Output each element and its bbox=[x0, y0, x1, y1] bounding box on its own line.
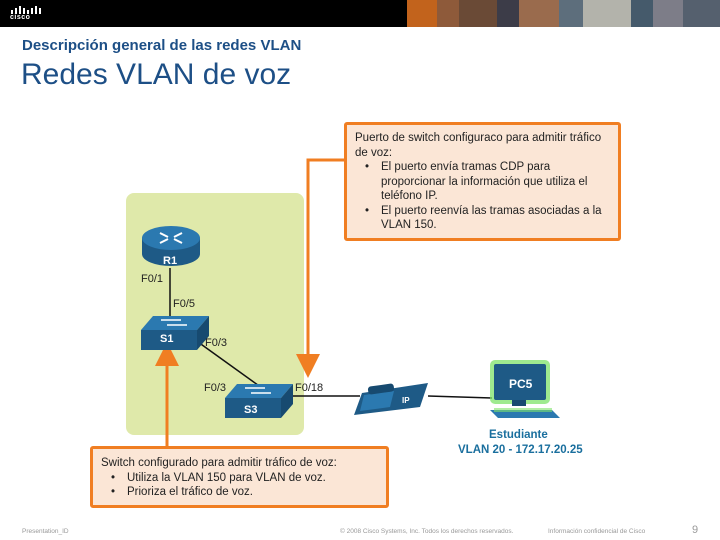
footer-copyright: © 2008 Cisco Systems, Inc. Todos los der… bbox=[340, 528, 514, 535]
banner-photo bbox=[559, 0, 583, 27]
page-number: 9 bbox=[692, 524, 699, 536]
banner-photo bbox=[437, 0, 459, 27]
callout-bottom-heading: Switch configurado para admitir tráfico … bbox=[101, 457, 337, 469]
port-label-s3-f018: F0/18 bbox=[295, 382, 324, 394]
slide-subtitle: Descripción general de las redes VLAN bbox=[22, 37, 302, 54]
phone-ip-label: IP bbox=[402, 396, 410, 405]
switch-icon bbox=[141, 316, 209, 350]
callout-bottom-bullet: Utiliza la VLAN 150 para VLAN de voz. bbox=[101, 471, 378, 486]
ip-phone-icon bbox=[354, 383, 428, 415]
router-r1-label: R1 bbox=[163, 255, 178, 267]
port-label-r1-f01: F0/1 bbox=[141, 273, 164, 285]
callout-top-heading: Puerto de switch configuraco para admiti… bbox=[355, 132, 602, 159]
banner-photo bbox=[497, 0, 519, 27]
callout-top-bullet: El puerto envía tramas CDP para proporci… bbox=[355, 160, 610, 204]
banner-photo bbox=[653, 0, 683, 27]
switch-s1-label: S1 bbox=[160, 333, 174, 345]
port-label-s3-f03: F0/3 bbox=[204, 382, 227, 394]
cisco-logo-icon bbox=[11, 6, 41, 14]
banner-photo bbox=[459, 0, 497, 27]
top-banner: cisco bbox=[0, 0, 720, 27]
router-icon bbox=[142, 226, 200, 266]
callout-top-bullet: El puerto reenvía las tramas asociadas a… bbox=[355, 204, 610, 233]
pc-vlan-label: VLAN 20 - 172.17.20.25 bbox=[458, 444, 583, 456]
banner-photo bbox=[519, 0, 559, 27]
banner-photo bbox=[631, 0, 653, 27]
port-label-s1-f05: F0/5 bbox=[173, 298, 196, 310]
switch-s3-label: S3 bbox=[244, 404, 258, 416]
footer-confidential: Información confidencial de Cisco bbox=[548, 528, 646, 535]
slide-title: Redes VLAN de voz bbox=[21, 58, 292, 91]
switch-icon bbox=[225, 384, 293, 418]
footer-presentation-id: Presentation_ID bbox=[22, 528, 69, 535]
port-label-s1-f03: F0/3 bbox=[205, 337, 228, 349]
pc-user-label: Estudiante bbox=[489, 429, 548, 441]
banner-photo bbox=[583, 0, 631, 27]
callout-bottom-bullet: Prioriza el tráfico de voz. bbox=[101, 485, 378, 500]
callout-switch-port: Puerto de switch configuraco para admiti… bbox=[344, 122, 621, 241]
pc-icon bbox=[490, 360, 560, 418]
banner-photo bbox=[683, 0, 720, 27]
cisco-logo-text: cisco bbox=[10, 14, 31, 21]
callout-switch-voice: Switch configurado para admitir tráfico … bbox=[90, 446, 389, 508]
banner-photo bbox=[407, 0, 437, 27]
pc5-label: PC5 bbox=[509, 377, 533, 391]
